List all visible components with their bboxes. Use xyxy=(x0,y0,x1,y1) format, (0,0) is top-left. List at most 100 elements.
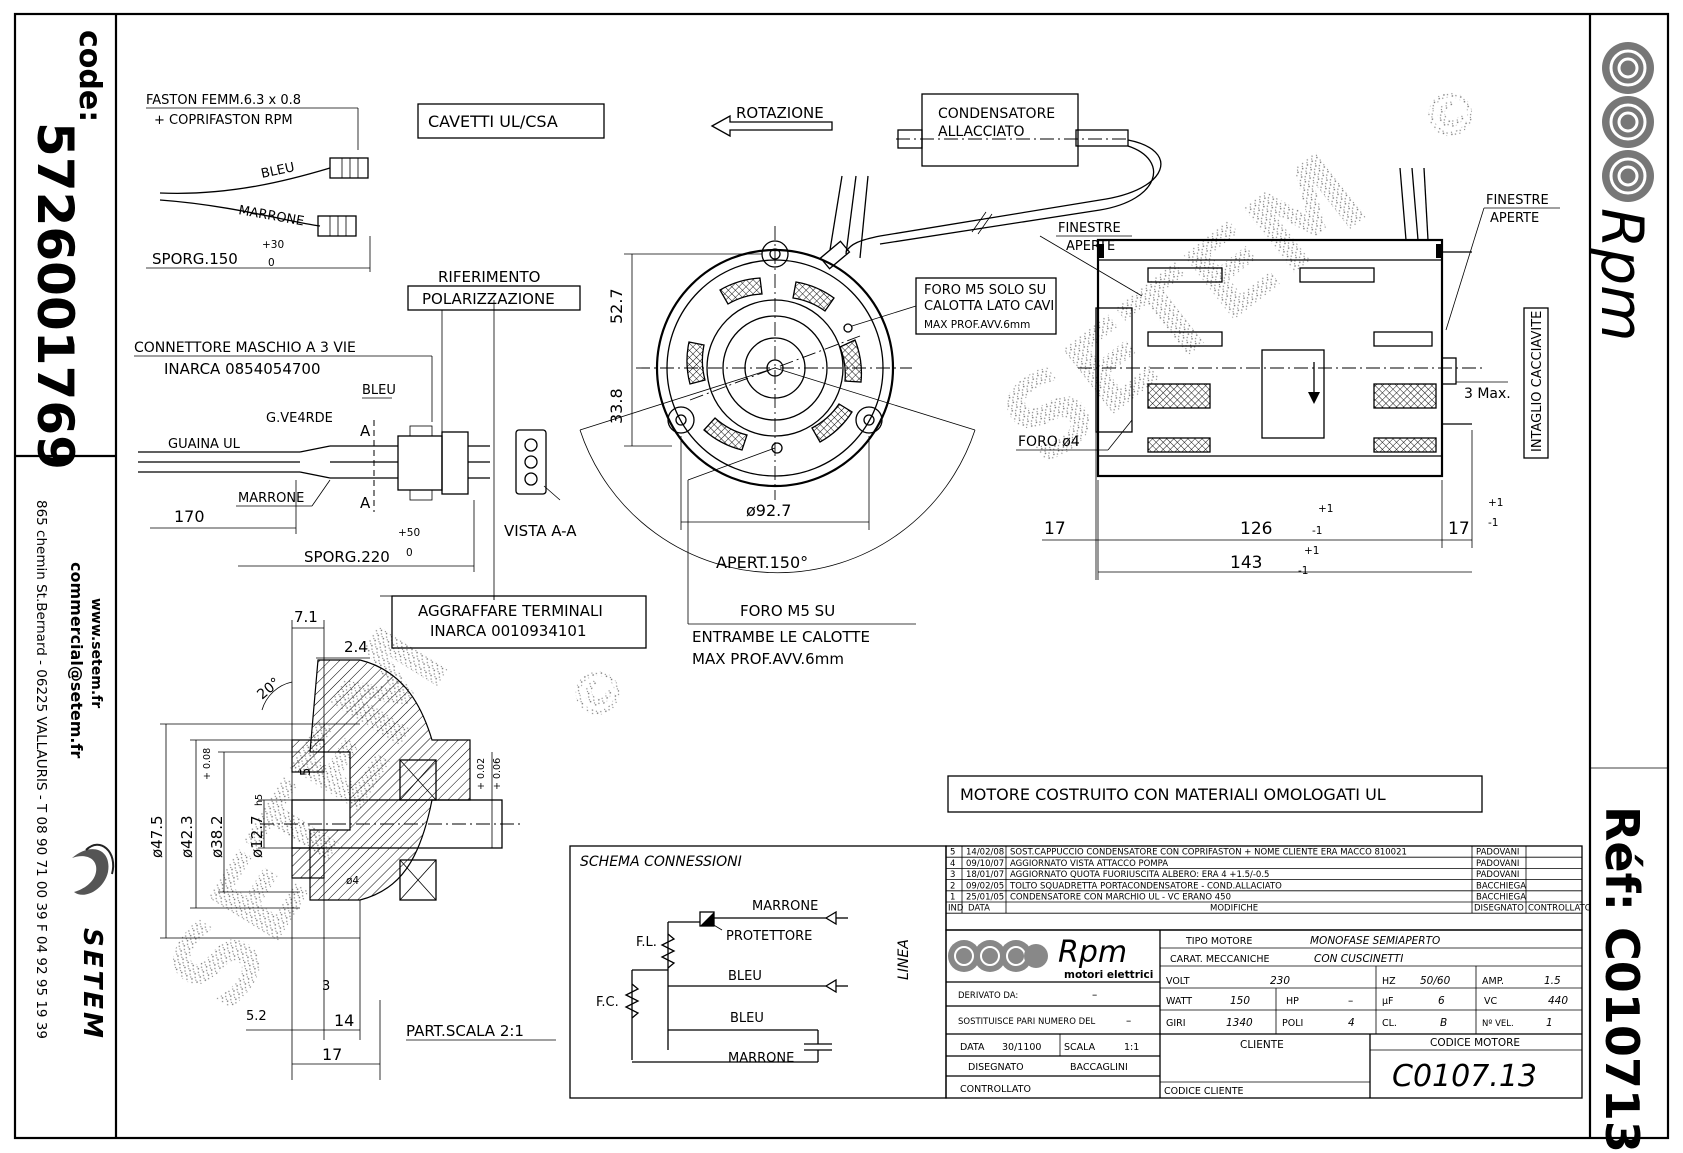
sidebar: code: 5726001769 www.setem.fr commercial… xyxy=(26,30,115,1041)
revision-header-disegnato: DISEGNATO xyxy=(1474,904,1524,914)
max-prof-label: MAX PROF.AVV.6mm xyxy=(692,650,844,668)
setem-logo-icon xyxy=(72,843,115,895)
codice-motore-value: C0107.13 xyxy=(1392,1059,1537,1094)
scala-value: 1:1 xyxy=(1124,1042,1139,1053)
website: www.setem.fr xyxy=(88,598,104,708)
poli-value: 4 xyxy=(1348,1017,1355,1029)
angle-20: 20° xyxy=(254,675,283,703)
dim-7-1: 7.1 xyxy=(294,608,318,626)
tol-126-minus: -1 xyxy=(1312,525,1322,537)
hp-label: HP xyxy=(1286,996,1299,1007)
sporg150-dim: SPORG.150 xyxy=(152,250,238,268)
connection-schema: SCHEMA CONNESSIONI MARRONE PROTETTORE F.… xyxy=(569,845,947,1099)
giri-label: GIRI xyxy=(1166,1018,1186,1029)
motor-side-view: FINESTRE APERTE FINESTRE APERTE xyxy=(1016,167,1560,580)
tol-0-08: + 0.08 xyxy=(202,748,213,780)
dim-3: 3 xyxy=(322,979,330,994)
revision-data: 18/01/07 xyxy=(966,870,1004,880)
schema-fl: F.L. xyxy=(636,935,657,950)
volt-label: VOLT xyxy=(1166,976,1190,987)
inarca-term-label: INARCA 0010934101 xyxy=(430,622,587,640)
schema-fc: F.C. xyxy=(596,995,619,1010)
tol-zero-220: 0 xyxy=(406,547,413,559)
guaina-label: GUAINA UL xyxy=(168,437,241,452)
revision-desc: TOLTO SQUADRETTA PORTACONDENSATORE - CON… xyxy=(1009,881,1282,891)
foro-m5-su-label: FORO M5 SU xyxy=(740,602,835,620)
revision-header-data: DATA xyxy=(968,904,990,914)
amp-label: AMP. xyxy=(1482,976,1504,987)
conn-bleu-label: BLEU xyxy=(362,383,396,398)
tol-143-minus: -1 xyxy=(1298,565,1308,577)
poli-label: POLI xyxy=(1282,1018,1303,1029)
allacciato-label: ALLACCIATO xyxy=(938,124,1025,140)
watermark-symbol-top: © xyxy=(1406,70,1496,162)
faston-cable-detail: FASTON FEMM.6.3 x 0.8 + COPRIFASTON RPM … xyxy=(146,93,371,272)
revision-ind: 5 xyxy=(950,848,955,858)
dim-5-2: 5.2 xyxy=(246,1009,267,1024)
finestre-right-label: FINESTRE xyxy=(1486,193,1549,208)
watt-label: WATT xyxy=(1166,996,1192,1007)
coprifaston-label: + COPRIFASTON RPM xyxy=(154,113,293,128)
revision-desc: AGGIORNATO QUOTA FUORIUSCITA ALBERO: ERA… xyxy=(1010,870,1269,880)
schema-bleu-2: BLEU xyxy=(730,1011,764,1026)
schema-title: SCHEMA CONNESSIONI xyxy=(580,854,742,870)
sheet-border xyxy=(13,12,1670,1140)
title-logo-text: Rpm xyxy=(1058,935,1127,970)
hz-value: 50/60 xyxy=(1420,975,1451,987)
dim-5: 5 xyxy=(299,768,314,776)
connettore-label: CONNETTORE MASCHIO A 3 VIE xyxy=(134,340,356,356)
revision-desc: SOST.CAPPUCCIO CONDENSATORE CON COPRIFAS… xyxy=(1010,848,1407,858)
dia-92-7: ø92.7 xyxy=(746,501,791,520)
amp-value: 1.5 xyxy=(1544,975,1561,987)
data-label: DATA xyxy=(960,1042,985,1053)
dim-126: 126 xyxy=(1240,519,1272,539)
codice-motore-label: CODICE MOTORE xyxy=(1430,1037,1520,1049)
dia-42-3: ø42.3 xyxy=(178,815,196,858)
three-max-label: 3 Max. xyxy=(1464,386,1511,402)
shaft-section-detail: 7.1 2.4 20° ø47.5 ø42.3 ø38.2 + 0.08 ø12… xyxy=(148,608,556,1080)
tipo-motore-label: TIPO MOTORE xyxy=(1185,936,1252,947)
tol-zero: 0 xyxy=(268,257,275,269)
revision-by: PADOVANI xyxy=(1476,859,1519,869)
motore-ul-label: MOTORE COSTRUITO CON MATERIALI OMOLOGATI… xyxy=(960,785,1386,804)
revision-data: 14/02/08 xyxy=(966,848,1004,858)
codice-cliente-label: CODICE CLIENTE xyxy=(1164,1086,1244,1097)
cliente-label: CLIENTE xyxy=(1240,1039,1284,1051)
dia-38-2: ø38.2 xyxy=(208,815,226,858)
riferimento-label: RIFERIMENTO xyxy=(438,268,540,286)
revision-by: PADOVANI xyxy=(1476,848,1519,858)
aperte-right-label: APERTE xyxy=(1490,211,1539,226)
dim-2-4: 2.4 xyxy=(344,638,368,656)
revision-header-controllato: CONTROLLATO xyxy=(1528,904,1592,914)
rpm-logo-text: Rpm xyxy=(1588,208,1656,342)
tol-0-06: + 0.06 xyxy=(492,758,503,790)
vc-label: VC xyxy=(1484,996,1497,1007)
hz-label: HZ xyxy=(1382,976,1396,987)
controllato-label: CONTROLLATO xyxy=(960,1084,1031,1095)
title-rpm-logo-icon xyxy=(948,940,1048,972)
code-value: 5726001769 xyxy=(26,122,84,470)
tol-plus50: +50 xyxy=(398,527,420,539)
dim-143: 143 xyxy=(1230,553,1262,573)
dim-17-section: 17 xyxy=(322,1045,342,1064)
watt-value: 150 xyxy=(1230,995,1250,1007)
code-label: code: xyxy=(72,30,107,122)
title-block: Rpm motori elettrici DERIVATO DA: – SOST… xyxy=(945,929,1583,1099)
vc-value: 440 xyxy=(1548,995,1568,1007)
dim-17-left: 17 xyxy=(1044,519,1066,539)
schema-marrone-top: MARRONE xyxy=(752,899,818,914)
disegnato-label: DISEGNATO xyxy=(968,1062,1024,1073)
dia-12-7: ø12.7 xyxy=(248,815,266,858)
apert150-label: APERT.150° xyxy=(716,553,808,572)
vista-aa-label: VISTA A-A xyxy=(504,522,577,540)
tol-17-minus: -1 xyxy=(1488,517,1498,529)
foro4-label: FORO ø4 xyxy=(1018,434,1080,450)
foro-m5-note-2: CALOTTA LATO CAVI xyxy=(924,299,1054,314)
marrone-label: MARRONE xyxy=(237,203,305,229)
revision-by: BACCHIEGA xyxy=(1476,881,1526,891)
connector-detail: RIFERIMENTO POLARIZZAZIONE CONNETTORE MA… xyxy=(134,268,647,649)
schema-protettore: PROTETTORE xyxy=(726,929,812,944)
tol-126-plus: +1 xyxy=(1318,503,1333,515)
cl-value: B xyxy=(1440,1017,1447,1029)
dim-17-right: 17 xyxy=(1448,519,1470,539)
